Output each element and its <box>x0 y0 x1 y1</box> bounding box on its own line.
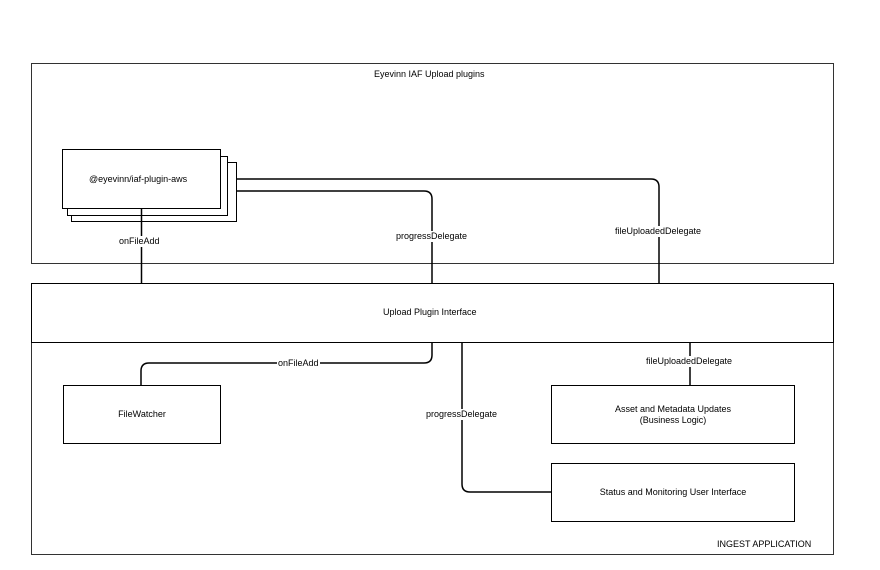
edge-label-top-fileuploaded: fileUploadedDelegate <box>614 226 703 237</box>
edge-top-fileuploaded <box>236 178 660 283</box>
edge-label-bottom-fileuploaded: fileUploadedDelegate <box>645 356 734 367</box>
edge-label-top-progress: progressDelegate <box>395 231 469 242</box>
asset-metadata-box: Asset and Metadata Updates (Business Log… <box>551 385 795 444</box>
ingest-container <box>31 342 834 555</box>
plugin-stack-front <box>62 149 221 209</box>
status-monitoring-box: Status and Monitoring User Interface <box>551 463 795 522</box>
interface-box-label: Upload Plugin Interface <box>383 307 477 317</box>
plugin-box-label: @eyevinn/iaf-plugin-aws <box>89 174 188 184</box>
plugins-container-title: Eyevinn IAF Upload plugins <box>374 69 485 79</box>
edge-label-top-onfileadd: onFileAdd <box>118 236 161 247</box>
filewatcher-label: FileWatcher <box>118 409 166 419</box>
status-monitoring-label: Status and Monitoring User Interface <box>599 487 747 497</box>
interface-box-shape <box>31 283 834 343</box>
asset-metadata-label-line1: Asset and Metadata Updates <box>614 403 732 414</box>
ingest-container-title: INGEST APPLICATION <box>717 539 812 549</box>
asset-metadata-label-line2: (Business Logic) <box>639 414 707 425</box>
edge-bottom-progress <box>461 343 551 493</box>
filewatcher-box: FileWatcher <box>63 385 221 444</box>
edge-top-progress <box>236 190 433 283</box>
edge-label-bottom-onfileadd: onFileAdd <box>277 358 320 369</box>
edge-label-bottom-progress: progressDelegate <box>425 409 499 420</box>
